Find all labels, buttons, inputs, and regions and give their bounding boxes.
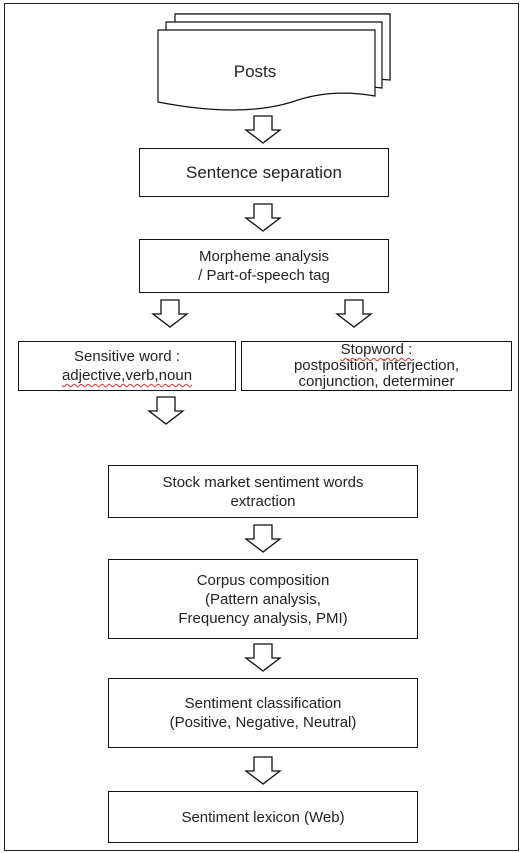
morpheme-line1: Morpheme analysis (198, 248, 330, 265)
sentence-separation-label: Sentence separation (186, 163, 342, 182)
down-arrow-icon (151, 299, 189, 328)
sentence-separation-box: Sentence separation (139, 148, 389, 197)
stopword-box: Stopword : postposition, interjection, c… (241, 341, 512, 391)
classification-line2: (Positive, Negative, Neutral) (169, 714, 357, 731)
down-arrow-icon (244, 756, 282, 785)
diagram-frame (4, 3, 519, 851)
down-arrow-icon (244, 524, 282, 553)
sentiment-classification-box: Sentiment classification (Positive, Nega… (108, 678, 418, 748)
sentiment-lexicon-label: Sentiment lexicon (Web) (181, 808, 345, 826)
morpheme-analysis-box: Morpheme analysis / Part-of-speech tag (139, 239, 389, 293)
morpheme-line2: / Part-of-speech tag (198, 267, 330, 284)
corpus-line3: Frequency analysis, PMI) (178, 609, 348, 627)
down-arrow-icon (335, 299, 373, 328)
corpus-line2: (Pattern analysis, (205, 590, 321, 608)
corpus-line1: Corpus composition (196, 571, 330, 589)
down-arrow-icon (244, 115, 282, 144)
extraction-line2: extraction (230, 492, 296, 510)
down-arrow-icon (244, 203, 282, 232)
sentiment-lexicon-box: Sentiment lexicon (Web) (108, 791, 418, 843)
stopword-line1: Stopword : (340, 341, 413, 358)
sensitive-line2: adjective,verb,noun (61, 367, 193, 384)
down-arrow-icon (147, 396, 185, 425)
classification-line1: Sentiment classification (184, 695, 342, 712)
posts-label: Posts (233, 62, 277, 81)
stock-market-sentiment-extraction-box: Stock market sentiment words extraction (108, 465, 418, 518)
sensitive-line1: Sensitive word : (74, 348, 180, 365)
posts-document-stack (157, 13, 391, 111)
posts-document-front (157, 29, 376, 111)
sensitive-word-box: Sensitive word : adjective,verb,noun (18, 341, 236, 391)
corpus-composition-box: Corpus composition (Pattern analysis, Fr… (108, 559, 418, 639)
stopword-line3: conjunction, determiner (298, 373, 455, 390)
extraction-line1: Stock market sentiment words (162, 473, 364, 491)
stopword-line2: postposition, interjection, (293, 357, 460, 374)
down-arrow-icon (244, 643, 282, 672)
